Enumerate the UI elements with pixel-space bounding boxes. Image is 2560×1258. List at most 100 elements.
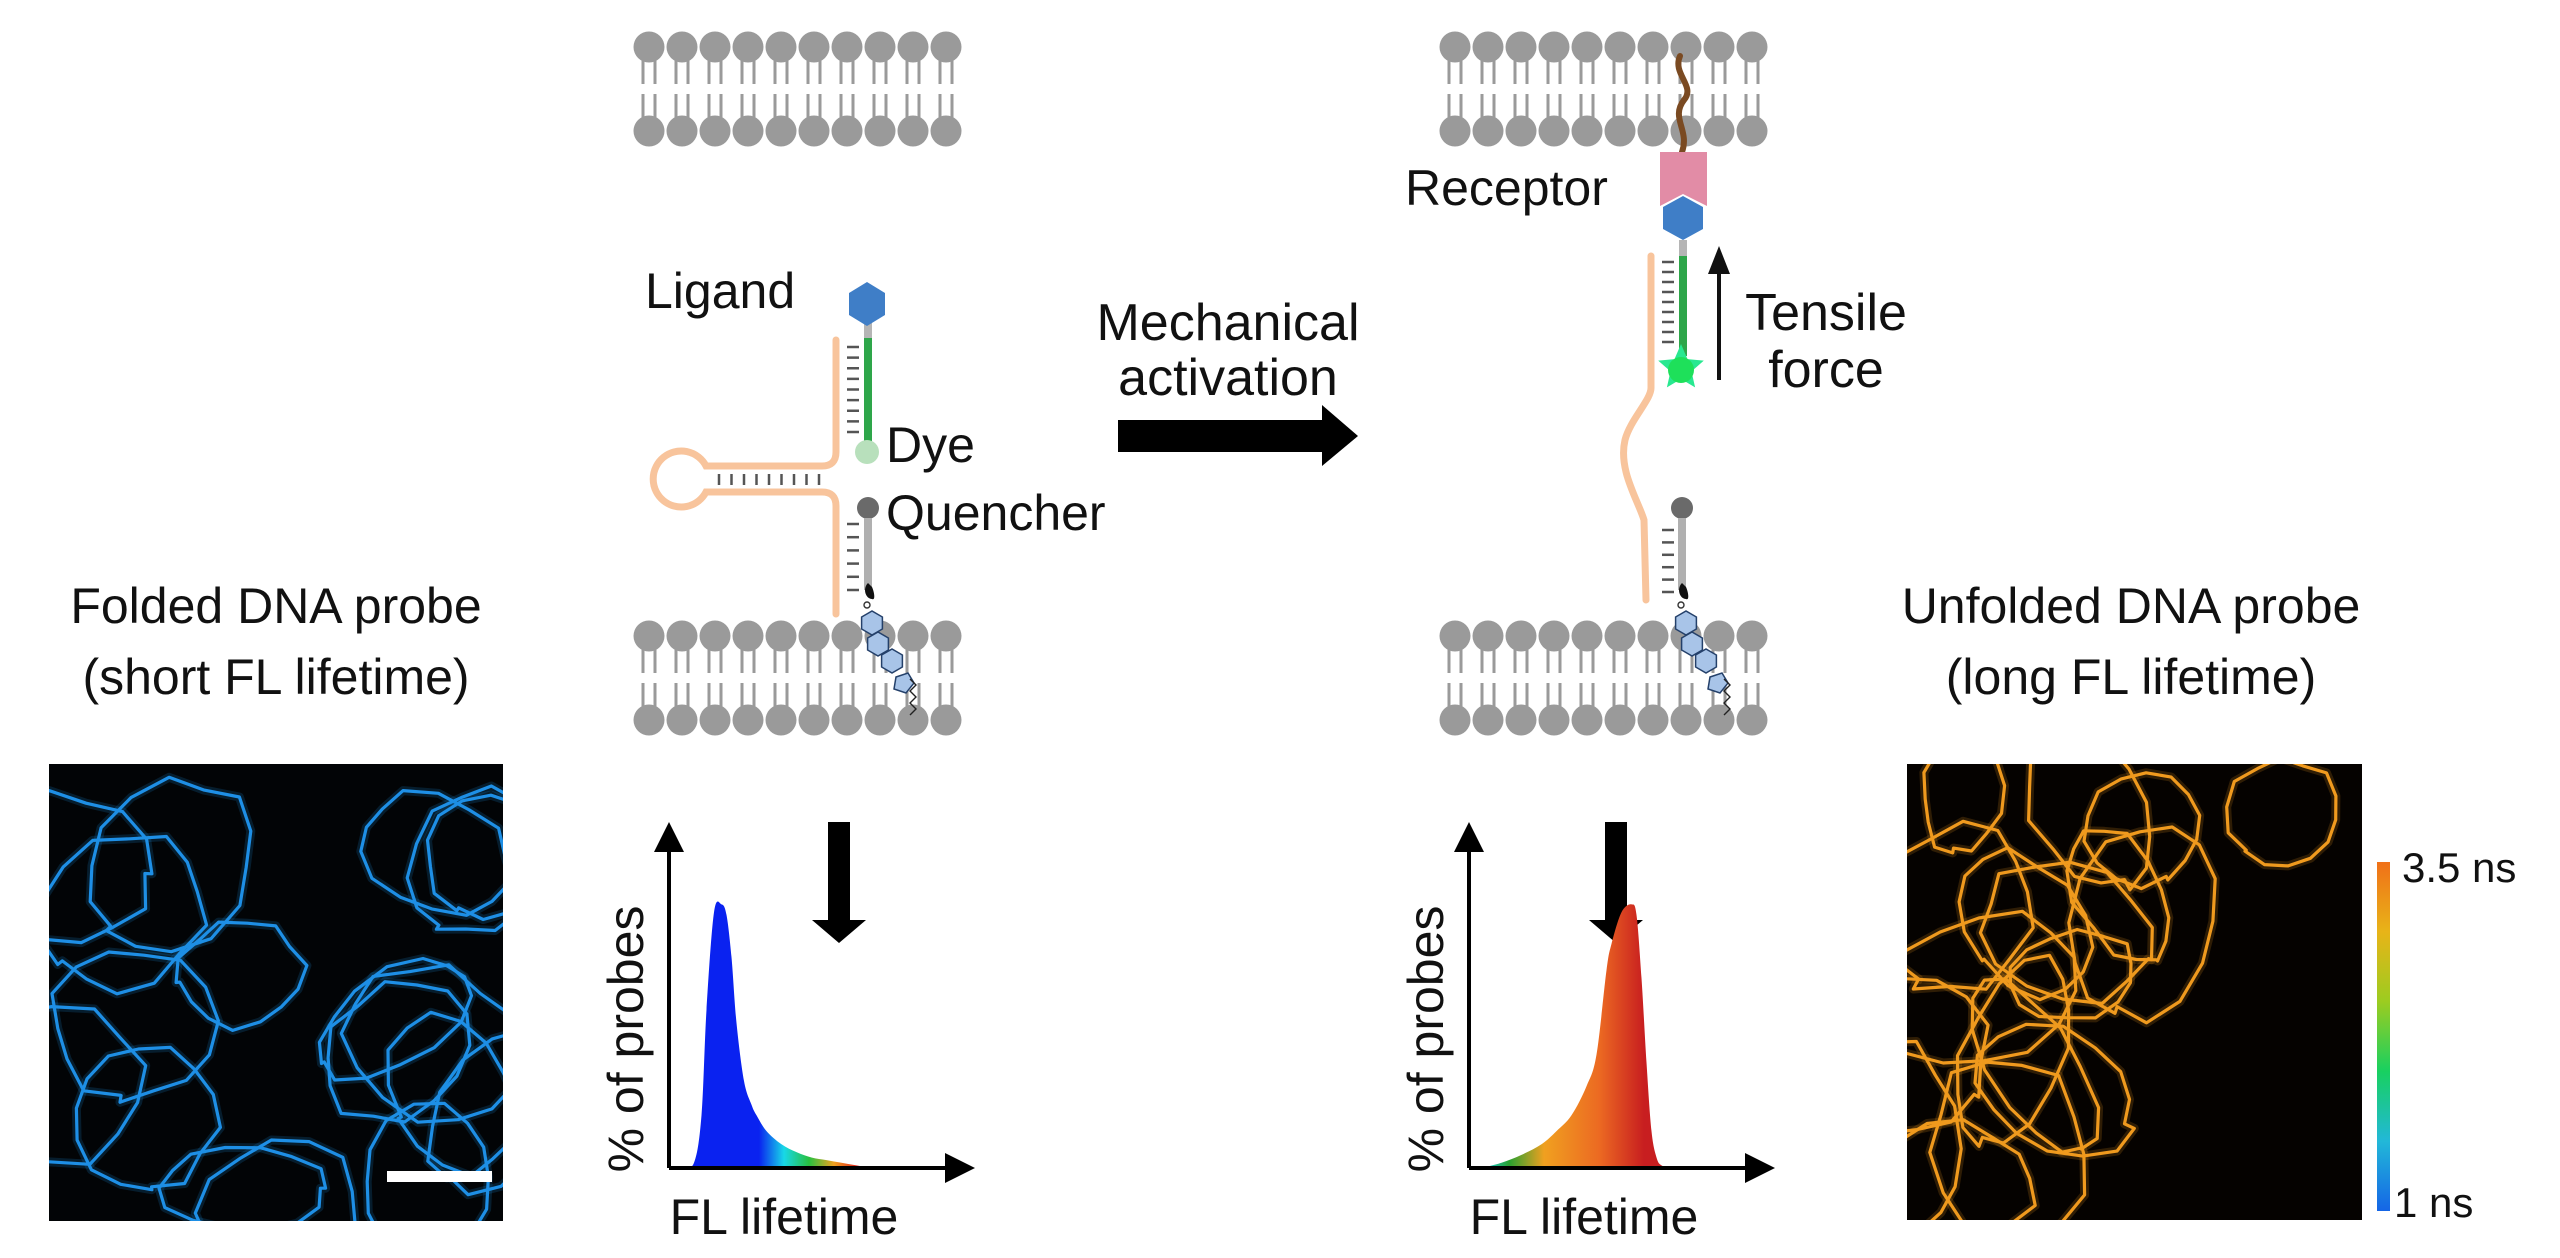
sterol-ring — [1680, 631, 1704, 657]
x-axis-arrowhead-icon — [1745, 1153, 1775, 1183]
scale-bar — [387, 1171, 492, 1182]
cell-membrane-outline — [1957, 846, 2095, 1002]
cell-membrane-outline — [157, 1145, 328, 1221]
lipid-head — [1703, 31, 1735, 63]
lipid-pair — [1571, 620, 1603, 736]
lipid-head — [1703, 115, 1735, 147]
x-axis-arrowhead-icon — [945, 1153, 975, 1183]
lipid-pair — [699, 31, 731, 147]
lipid-head — [1604, 704, 1636, 736]
lipid-head — [1439, 31, 1471, 63]
lipid-head — [831, 620, 863, 652]
lipid-head — [930, 115, 962, 147]
cell-membrane-outline — [1907, 1118, 2037, 1220]
lipid-head — [765, 704, 797, 736]
lipid-head — [930, 620, 962, 652]
lipid-pair — [897, 31, 929, 147]
lipid-head — [1505, 115, 1537, 147]
cholesterol-anchor-icon — [860, 583, 917, 716]
lipid-head — [1472, 115, 1504, 147]
lipid-pair — [1637, 31, 1669, 147]
cell-membrane-outline — [2067, 825, 2217, 1025]
y-axis-label: % of probes — [1398, 906, 1454, 1173]
cell-membrane-outline — [405, 784, 503, 933]
cell-membrane-outline — [174, 920, 309, 1032]
lipid-pair — [930, 31, 962, 147]
lipid-head — [1538, 31, 1570, 63]
linker-icon — [1679, 583, 1689, 600]
cell-membrane-outline — [74, 1045, 222, 1192]
lipid-head — [798, 31, 830, 63]
cell-membrane-outline — [1922, 764, 2007, 855]
lipid-pair — [930, 620, 962, 736]
lipid-head — [1538, 620, 1570, 652]
colorbar-min-label: 1 ns — [2394, 1179, 2473, 1226]
colorbar-max-label: 3.5 ns — [2402, 844, 2516, 891]
quencher-icon — [1671, 497, 1693, 519]
lipid-head — [1637, 704, 1669, 736]
lipid-pair — [1538, 31, 1570, 147]
lipid-head — [1439, 704, 1471, 736]
lifetime-colorbar — [2377, 862, 2390, 1211]
lipid-head — [864, 115, 896, 147]
lipid-head — [1472, 704, 1504, 736]
lipid-pair — [1637, 620, 1669, 736]
lipid-head — [1703, 620, 1735, 652]
lipid-head — [897, 115, 929, 147]
folded-lifetime-histogram: FL lifetime% of probes — [598, 822, 975, 1245]
lipid-pair — [798, 31, 830, 147]
down-arrow-icon — [812, 822, 866, 943]
lipid-head — [897, 704, 929, 736]
cell-membrane-outline — [1978, 860, 2154, 1006]
lipid-head — [864, 704, 896, 736]
sterol-ring — [880, 648, 904, 674]
lipid-pair — [1571, 31, 1603, 147]
lipid-head — [1505, 31, 1537, 63]
histogram-area — [681, 901, 872, 1169]
cell-membrane-outline — [2065, 829, 2171, 963]
dye-on-icon — [1668, 357, 1694, 383]
lipid-head — [1439, 620, 1471, 652]
lipid-head — [1472, 620, 1504, 652]
lipid-head — [732, 704, 764, 736]
sterol-ring — [860, 610, 884, 636]
cell-membrane-outline — [1973, 1022, 2136, 1158]
lipid-pair — [666, 31, 698, 147]
lipid-head — [1505, 620, 1537, 652]
lipid-head — [831, 115, 863, 147]
cell-membrane-outline — [2082, 771, 2202, 891]
lipid-head — [1670, 704, 1702, 736]
y-axis-arrowhead-icon — [654, 822, 684, 852]
cell-membrane-outline — [1907, 819, 2035, 991]
receptor-icon — [1660, 152, 1707, 206]
lipid-head — [1571, 620, 1603, 652]
lipid-pair — [1472, 31, 1504, 147]
unfolded-lifetime-histogram: FL lifetime% of probes — [1398, 822, 1775, 1245]
lipid-head — [1604, 620, 1636, 652]
unfolded-micrograph-cells — [1907, 764, 2341, 1220]
unfolded-probe — [1620, 53, 1731, 716]
y-axis-label: % of probes — [598, 906, 654, 1173]
folded-micrograph — [49, 764, 503, 1221]
histogram-area — [1481, 904, 1672, 1168]
cholesterol-anchor-icon — [1674, 583, 1731, 716]
lipid-head — [930, 704, 962, 736]
sterol-ring — [1694, 648, 1718, 674]
lipid-head — [831, 31, 863, 63]
ligand-label: Ligand — [645, 263, 795, 319]
anchor-strand-basepairs — [1662, 528, 1674, 594]
lipid-pair — [633, 620, 665, 736]
lipid-head — [1604, 115, 1636, 147]
lipid-pair — [1736, 31, 1768, 147]
lipid-pair — [732, 620, 764, 736]
receptor-label: Receptor — [1405, 160, 1608, 216]
lipid-pair — [1472, 620, 1504, 736]
dye-icon — [855, 440, 879, 464]
mechanical-activation-arrow-icon — [1118, 405, 1358, 466]
cell-membrane-outline — [2225, 764, 2338, 868]
lipid-head — [666, 704, 698, 736]
unfolded-probe-title: Unfolded DNA probe — [1902, 578, 2361, 634]
cell-membrane-outline — [88, 775, 253, 954]
lipid-head — [732, 620, 764, 652]
